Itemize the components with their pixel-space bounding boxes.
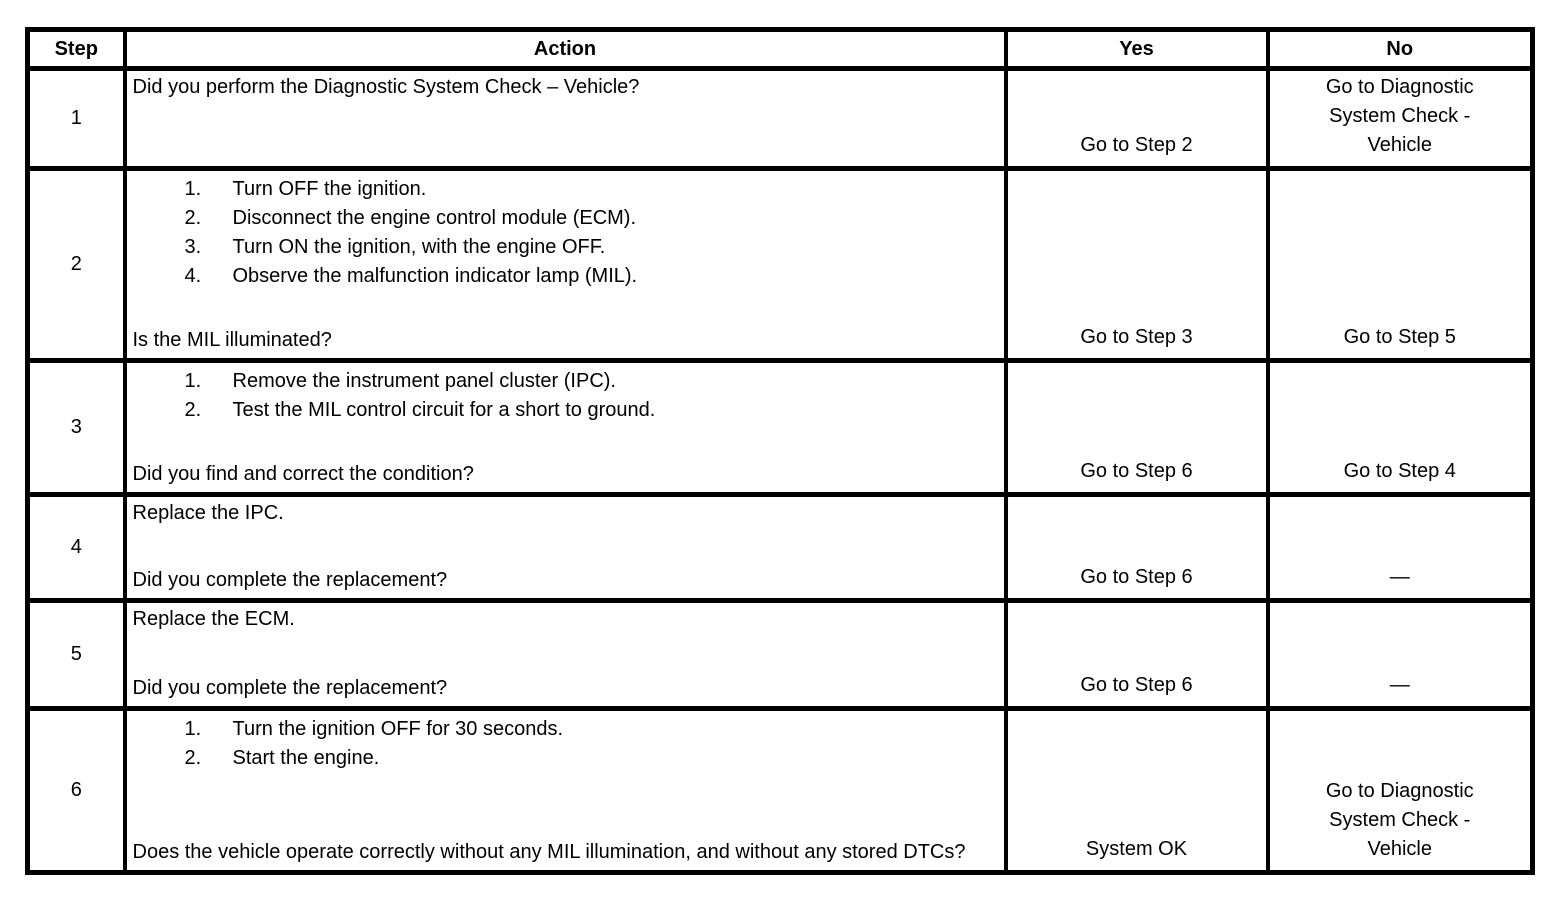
yes-cell: System OK	[1003, 706, 1270, 875]
header-row: Step Action Yes No	[25, 27, 1535, 71]
table-row: 5 Replace the ECM. Did you complete the …	[25, 598, 1535, 711]
step-number: 5	[25, 598, 127, 711]
table-row: 1 Did you perform the Diagnostic System …	[25, 66, 1535, 171]
action-list-item-text: Test the MIL control circuit for a short…	[232, 399, 656, 421]
table-row: 6 Turn the ignition OFF for 30 seconds. …	[25, 706, 1535, 875]
action-question: Did you complete the replacement?	[132, 677, 448, 699]
action-list-item: Disconnect the engine control module (EC…	[185, 204, 998, 233]
column-header-step: Step	[25, 27, 127, 71]
yes-cell: Go to Step 6	[1003, 492, 1270, 603]
yes-cell: Go to Step 2	[1003, 66, 1270, 171]
step-number: 2	[25, 166, 127, 363]
action-text: Did you perform the Diagnostic System Ch…	[132, 76, 640, 98]
action-list-item-text: Turn the ignition OFF for 30 seconds.	[232, 718, 564, 740]
yes-cell: Go to Step 6	[1003, 358, 1270, 497]
action-cell: Turn the ignition OFF for 30 seconds. St…	[122, 706, 1008, 875]
action-list: Turn OFF the ignition. Disconnect the en…	[133, 175, 998, 291]
diagnostic-table-wrapper: Step Action Yes No 1 Did you perform the…	[25, 27, 1535, 875]
action-list-item: Remove the instrument panel cluster (IPC…	[185, 367, 998, 396]
action-cell: Did you perform the Diagnostic System Ch…	[122, 66, 1008, 171]
no-cell: Go to Diagnostic System Check - Vehicle	[1265, 66, 1535, 171]
action-list-item-text: Observe the malfunction indicator lamp (…	[232, 265, 638, 287]
action-list-item-text: Turn ON the ignition, with the engine OF…	[232, 236, 606, 258]
column-header-no: No	[1265, 27, 1535, 71]
step-number: 3	[25, 358, 127, 497]
action-list-item-text: Turn OFF the ignition.	[232, 178, 427, 200]
step-number: 6	[25, 706, 127, 875]
action-list-item-text: Disconnect the engine control module (EC…	[232, 207, 637, 229]
table-row: 4 Replace the IPC. Did you complete the …	[25, 492, 1535, 603]
table-row: 3 Remove the instrument panel cluster (I…	[25, 358, 1535, 497]
action-question: Is the MIL illuminated?	[132, 329, 332, 351]
action-question: Did you find and correct the condition?	[132, 463, 474, 485]
action-cell: Turn OFF the ignition. Disconnect the en…	[122, 166, 1008, 363]
column-header-yes: Yes	[1003, 27, 1270, 71]
column-header-action: Action	[122, 27, 1008, 71]
action-text: Replace the ECM.	[132, 608, 295, 630]
action-list-item-text: Remove the instrument panel cluster (IPC…	[232, 370, 617, 392]
action-text: Replace the IPC.	[132, 502, 284, 524]
action-list-item: Start the engine.	[185, 744, 998, 773]
no-cell: Go to Step 5	[1265, 166, 1535, 363]
yes-cell: Go to Step 3	[1003, 166, 1270, 363]
no-cell: —	[1265, 492, 1535, 603]
action-list: Turn the ignition OFF for 30 seconds. St…	[133, 715, 998, 773]
no-cell: —	[1265, 598, 1535, 711]
no-cell: Go to Step 4	[1265, 358, 1535, 497]
action-cell: Remove the instrument panel cluster (IPC…	[122, 358, 1008, 497]
action-list-item-text: Start the engine.	[232, 747, 380, 769]
action-list-item: Test the MIL control circuit for a short…	[185, 396, 998, 425]
action-list-item: Turn the ignition OFF for 30 seconds.	[185, 715, 998, 744]
action-list-item: Turn OFF the ignition.	[185, 175, 998, 204]
table-row: 2 Turn OFF the ignition. Disconnect the …	[25, 166, 1535, 363]
action-cell: Replace the ECM. Did you complete the re…	[122, 598, 1008, 711]
action-list: Remove the instrument panel cluster (IPC…	[133, 367, 998, 425]
action-list-item: Turn ON the ignition, with the engine OF…	[185, 233, 998, 262]
yes-cell: Go to Step 6	[1003, 598, 1270, 711]
step-number: 1	[25, 66, 127, 171]
action-question: Does the vehicle operate correctly witho…	[132, 841, 966, 863]
step-number: 4	[25, 492, 127, 603]
action-cell: Replace the IPC. Did you complete the re…	[122, 492, 1008, 603]
action-list-item: Observe the malfunction indicator lamp (…	[185, 262, 998, 291]
no-cell: Go to Diagnostic System Check - Vehicle	[1265, 706, 1535, 875]
diagnostic-step-table: Step Action Yes No 1 Did you perform the…	[25, 27, 1535, 875]
action-question: Did you complete the replacement?	[132, 569, 448, 591]
